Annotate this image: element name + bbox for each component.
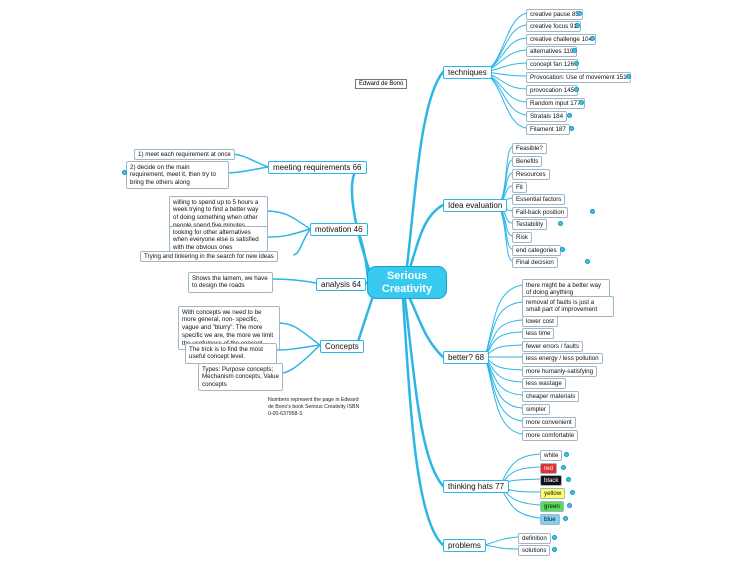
hat-white[interactable]: white [540,450,563,462]
idea-evaluation-item[interactable]: Fall-back position [512,207,569,219]
techniques-item[interactable]: provocation 145 [526,85,579,97]
techniques-item[interactable]: Filament 187 [526,124,570,136]
branch-better[interactable]: better? 68 [443,351,490,364]
expand-icon[interactable] [569,126,574,131]
better-item[interactable]: less time [522,328,555,340]
concepts-item[interactable]: The trick is to find the most useful con… [185,343,277,364]
idea-evaluation-item[interactable]: Feasible? [512,143,547,155]
idea-evaluation-item[interactable]: Testability [512,219,548,231]
hat-red[interactable]: red [540,463,557,475]
expand-icon[interactable] [572,48,577,53]
techniques-item[interactable]: creative challenge 104 [526,34,596,46]
expand-icon[interactable] [585,259,590,264]
techniques-item[interactable]: Stratals 184 [526,111,568,123]
motivation-item[interactable]: Trying and tinkering in the search for n… [140,251,278,263]
author-label: Edward de Bono [355,79,408,89]
idea-evaluation-item[interactable]: Benefits [512,156,543,168]
better-item[interactable]: less energy / less pollution [522,353,603,365]
branch-analysis[interactable]: analysis 64 [316,278,367,291]
branch-motivation[interactable]: motivation 46 [310,223,368,236]
expand-icon[interactable] [552,535,557,540]
branch-concepts[interactable]: Concepts [320,340,364,353]
better-item[interactable]: fewer errors / faults [522,341,583,353]
techniques-item[interactable]: Provocation: Use of movement 151 [526,72,631,84]
better-item[interactable]: less wastage [522,378,566,390]
techniques-item[interactable]: creative pause 85 [526,9,583,21]
idea-evaluation-item[interactable]: end categories [512,245,561,257]
idea-evaluation-item[interactable]: Essential factors [512,194,566,206]
expand-icon[interactable] [558,221,563,226]
motivation-item[interactable]: looking for other alternatives when ever… [169,226,268,255]
branch-thinking-hats[interactable]: thinking hats 77 [443,480,510,493]
central-topic[interactable]: Serious Creativity [367,266,447,299]
expand-icon[interactable] [579,100,584,105]
expand-icon[interactable] [567,503,572,508]
expand-icon[interactable] [567,113,572,118]
expand-icon[interactable] [564,452,569,457]
branch-problems[interactable]: problems [443,539,486,552]
better-item[interactable]: lower cost [522,316,558,328]
idea-evaluation-item[interactable]: Final decision [512,257,558,269]
expand-icon[interactable] [577,11,582,16]
expand-icon[interactable] [566,477,571,482]
hat-black[interactable]: black [540,475,563,487]
better-item[interactable]: removal of faults is just a small part o… [522,296,614,317]
hat-yellow[interactable]: yellow [540,488,566,500]
techniques-item[interactable]: creative focus 91 [526,21,581,33]
expand-icon[interactable] [561,465,566,470]
expand-icon[interactable] [122,170,127,175]
expand-icon[interactable] [626,74,631,79]
branch-idea-evaluation[interactable]: Idea evaluation [443,199,508,212]
expand-icon[interactable] [552,547,557,552]
idea-evaluation-item[interactable]: Resources [512,169,550,181]
concepts-item[interactable]: Types: Purpose concepts; Mechanism conce… [198,363,283,392]
techniques-item[interactable]: concept fan 126 [526,59,579,71]
better-item[interactable]: more comfortable [522,430,579,442]
expand-icon[interactable] [560,247,565,252]
hat-blue[interactable]: blue [540,514,560,526]
meeting-item[interactable]: 1) meet each requirement at once [134,149,235,161]
expand-icon[interactable] [574,87,579,92]
problems-item[interactable]: definition [518,533,551,545]
expand-icon[interactable] [570,490,575,495]
expand-icon[interactable] [563,516,568,521]
better-item[interactable]: more humanly-satisfying [522,366,598,378]
expand-icon[interactable] [574,61,579,66]
hat-green[interactable]: green [540,501,564,513]
techniques-item[interactable]: Random input 177 [526,98,585,110]
techniques-item[interactable]: alternatives 119 [526,46,578,58]
source-note: Numbers represent the page in Edward de … [268,397,360,417]
central-topic-line2: Creativity [381,283,433,295]
better-item[interactable]: more convenient [522,417,576,429]
analysis-item[interactable]: Shows the lamem, we have to design the r… [188,272,273,293]
branch-techniques[interactable]: techniques [443,66,492,79]
problems-item[interactable]: solutions [518,545,551,557]
expand-icon[interactable] [575,23,580,28]
branch-meeting-requirements[interactable]: meeting requirements 66 [268,161,367,174]
better-item[interactable]: simpler [522,404,550,416]
central-topic-line1: Serious [386,270,428,282]
meeting-item[interactable]: 2) decide on the main requirement, meet … [126,161,229,190]
expand-icon[interactable] [590,36,595,41]
expand-icon[interactable] [590,209,595,214]
better-item[interactable]: cheaper materials [522,391,580,403]
idea-evaluation-item[interactable]: Fit [512,182,527,194]
idea-evaluation-item[interactable]: Risk [512,232,533,244]
